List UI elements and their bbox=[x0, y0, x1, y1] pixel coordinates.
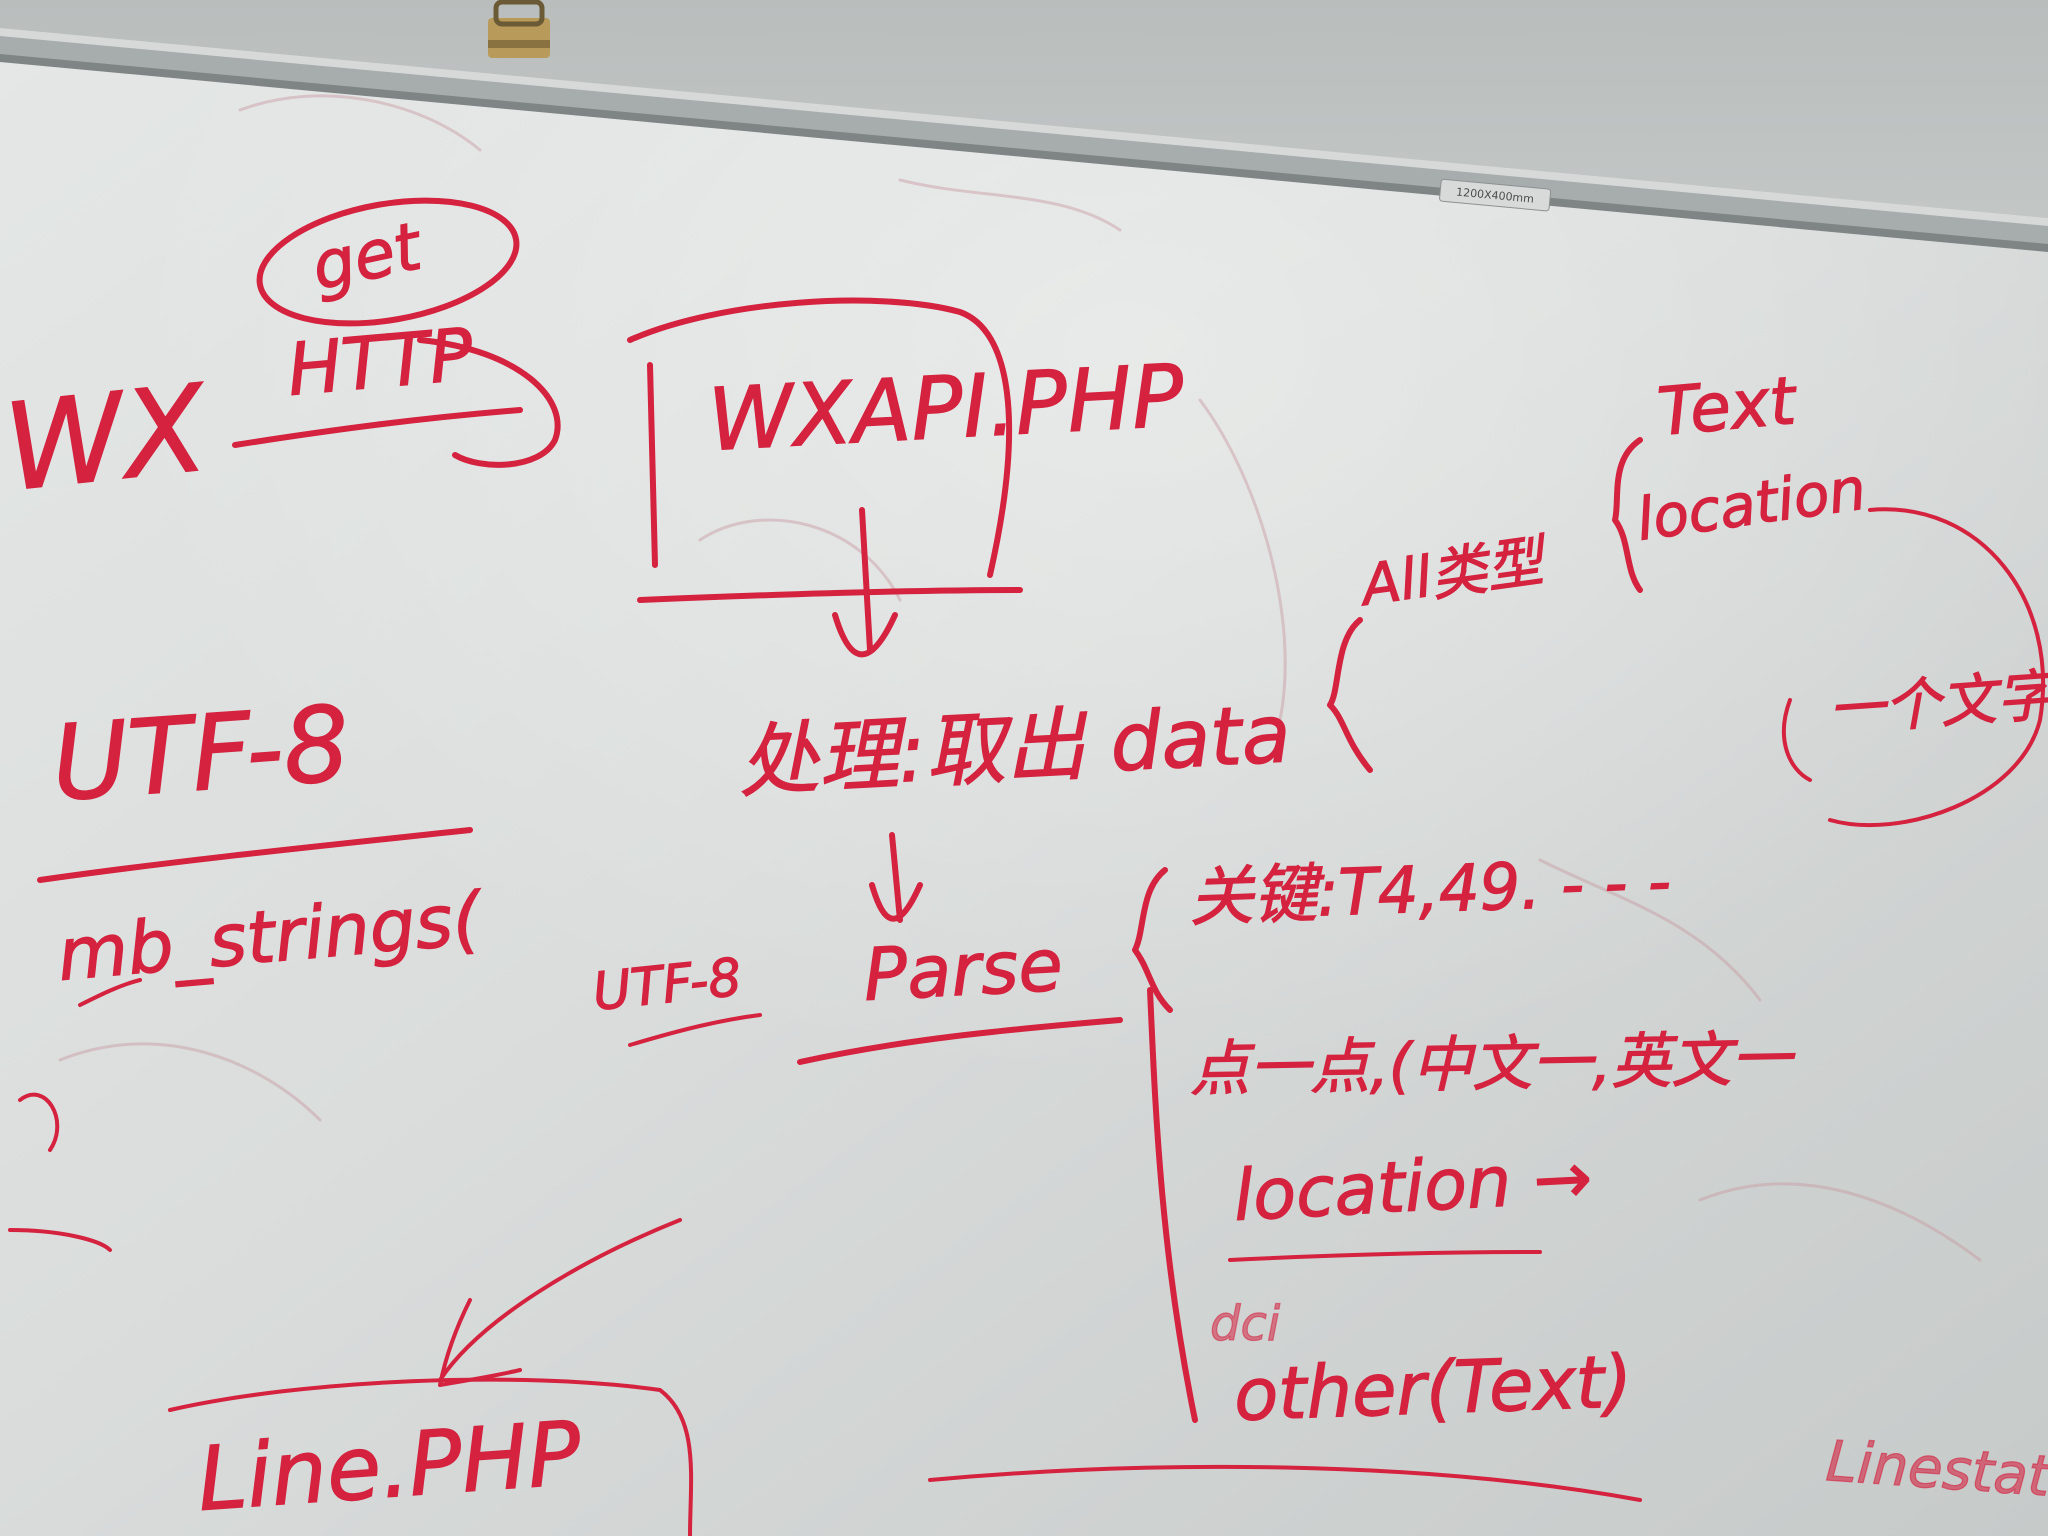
note-http: HTTP bbox=[284, 312, 477, 412]
location-underline bbox=[1228, 1250, 1542, 1262]
data-down-arrow bbox=[869, 832, 923, 923]
note-point: 点一点,(中文一,英文一 bbox=[1189, 1024, 1797, 1105]
get-circle bbox=[256, 197, 520, 327]
wxapi-box-left bbox=[647, 362, 658, 568]
note-line-stat: Linestat bbox=[1824, 1429, 2048, 1510]
top-rail-highlight bbox=[0, 28, 2048, 226]
parse-underline bbox=[797, 1017, 1123, 1065]
types-bracket bbox=[1612, 437, 1643, 593]
note-line-php: Line.PHP bbox=[194, 1401, 584, 1531]
line-php-box bbox=[168, 1377, 694, 1536]
wxapi-box-top bbox=[627, 297, 1013, 578]
mb-underline bbox=[78, 978, 142, 1007]
bottom-box-top bbox=[928, 1464, 1642, 1502]
note-mb-strings: mb_strings( bbox=[54, 876, 487, 997]
size-sticker: 1200X400mm bbox=[1439, 178, 1552, 212]
http-arrow bbox=[417, 337, 561, 468]
note-dci: dci bbox=[1210, 1296, 1281, 1352]
utf8-underline bbox=[37, 827, 473, 883]
branch-line bbox=[1147, 987, 1198, 1423]
utf8-small-underline bbox=[628, 1013, 762, 1047]
note-all-types: All类型 bbox=[1355, 528, 1553, 619]
note-text: Text bbox=[1655, 362, 1801, 451]
note-other: other(Text) bbox=[1233, 1339, 1634, 1437]
char-circle bbox=[1828, 507, 2046, 828]
parse-bracket bbox=[1132, 867, 1173, 1013]
note-utf8-small: UTF-8 bbox=[590, 948, 744, 1023]
wxapi-box-bottom bbox=[637, 587, 1023, 603]
line-php-arrow bbox=[438, 1218, 682, 1387]
board-glare bbox=[0, 50, 2048, 1536]
wxapi-down-arrow bbox=[832, 507, 898, 658]
note-data-line: 处理:取出 data bbox=[736, 687, 1293, 809]
note-wx: WX bbox=[0, 359, 216, 519]
note-keywords: 关键:T4,49. - - - bbox=[1188, 845, 1672, 936]
note-location: location bbox=[1632, 454, 1869, 553]
note-location2: location → bbox=[1232, 1136, 1594, 1237]
data-bracket bbox=[1327, 617, 1373, 773]
note-utf8: UTF-8 bbox=[48, 682, 353, 824]
note-one-char: 一个文字 bbox=[1826, 663, 2048, 744]
char-circle-left bbox=[1781, 698, 1812, 782]
left-edge-marks bbox=[8, 1092, 112, 1252]
board-clip-icon bbox=[488, 0, 550, 58]
http-underline bbox=[232, 407, 523, 448]
note-wxapi: WXAPI.PHP bbox=[706, 346, 1186, 471]
erased-ghost-marks bbox=[58, 94, 1982, 1262]
note-parse: Parse bbox=[861, 923, 1064, 1017]
